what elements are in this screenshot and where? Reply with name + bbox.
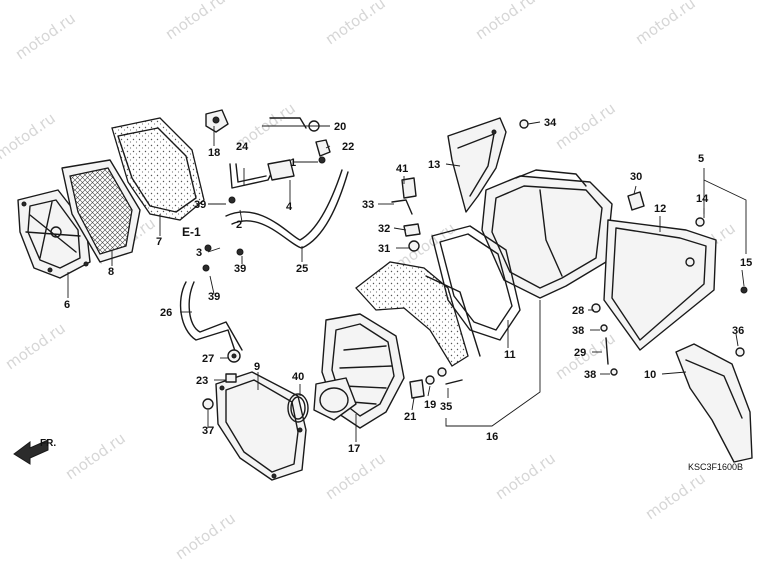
part-mount-clip [627,191,645,211]
callout-13: 13 [428,159,440,171]
callout-32: 32 [378,223,390,235]
watermark: motod.ru [2,319,69,373]
callout-3: 3 [196,247,202,259]
callout-27: 27 [202,353,214,365]
callout-2: 2 [236,219,242,231]
catalog-code: KSC3F1600B [688,462,743,472]
watermark: motod.ru [322,0,389,48]
watermark: motod.ru [492,449,559,503]
callout-33: 33 [362,199,374,211]
callout-1: 1 [290,157,296,169]
callout-41: 41 [396,163,408,175]
callout-5: 5 [698,153,704,165]
callout-labels: 1 2 3 4 5 6 7 8 9 10 11 12 13 14 15 16 1… [64,117,752,455]
part-side-cover [447,117,507,213]
part-breather-hoses [179,159,349,355]
watermark: motod.ru [172,509,239,563]
callout-39: 39 [208,291,220,303]
part-filter-element [61,159,141,263]
part-drain-parts [409,367,463,399]
part-fasteners-right [519,119,745,376]
callout-40: 40 [292,371,304,383]
watermark: motod.ru [322,449,389,503]
callout-4: 4 [286,201,293,213]
callout-8: 8 [108,266,114,278]
part-intake-boot [313,313,405,429]
callout-leaders [67,121,747,442]
callout-24: 24 [236,141,249,153]
part-fasteners-left [202,349,241,410]
callout-15: 15 [740,257,752,269]
callout-18: 18 [208,147,220,159]
callout-23: 23 [196,375,208,387]
watermark: motod.ru [162,0,229,43]
watermark: motod.ru [642,469,709,523]
part-clip [205,109,229,133]
watermark: motod.ru [632,0,699,48]
callout-10: 10 [644,369,656,381]
watermark: motod.ru [472,0,539,43]
callout-11: 11 [504,349,516,361]
part-inner-shield [355,177,481,367]
callout-21: 21 [404,411,416,423]
callout-38: 38 [572,325,584,337]
callout-30: 30 [630,171,642,183]
callout-36: 36 [732,325,744,337]
part-hose-clamps [269,117,331,164]
callout-17: 17 [348,443,360,455]
callout-31: 31 [378,243,390,255]
callout-6: 6 [64,299,70,311]
callout-39: 39 [194,199,206,211]
watermark: motod.ru [62,429,129,483]
part-air-cleaner-cover [215,371,307,481]
callout-29: 29 [574,347,586,359]
part-filter-sponge [111,117,205,221]
callout-22: 22 [342,141,354,153]
callout-25: 25 [296,263,308,275]
callout-7: 7 [156,236,162,248]
callout-37: 37 [202,425,214,437]
callout-35: 35 [440,401,452,413]
part-air-cleaner-case [431,169,613,427]
callout-34: 34 [544,117,557,129]
callout-39: 39 [234,263,246,275]
callout-20: 20 [334,121,346,133]
front-direction-arrow: FR. [13,438,56,465]
watermark: motod.ru [552,99,619,153]
callout-19: 19 [424,399,436,411]
callout-16: 16 [486,431,498,443]
watermark: motod.ru [0,109,59,163]
callout-38: 38 [584,369,596,381]
callout-14: 14 [696,193,709,205]
part-mud-guard [675,343,753,463]
callout-26: 26 [160,307,172,319]
callout-9: 9 [254,361,260,373]
callout-12: 12 [654,203,666,215]
part-rear-panel [603,217,748,351]
part-ring-clamp [287,393,309,423]
section-reference: E-1 [182,225,201,239]
direction-label: FR. [40,438,56,449]
watermark: motod.ru [12,9,79,63]
callout-28: 28 [572,305,584,317]
